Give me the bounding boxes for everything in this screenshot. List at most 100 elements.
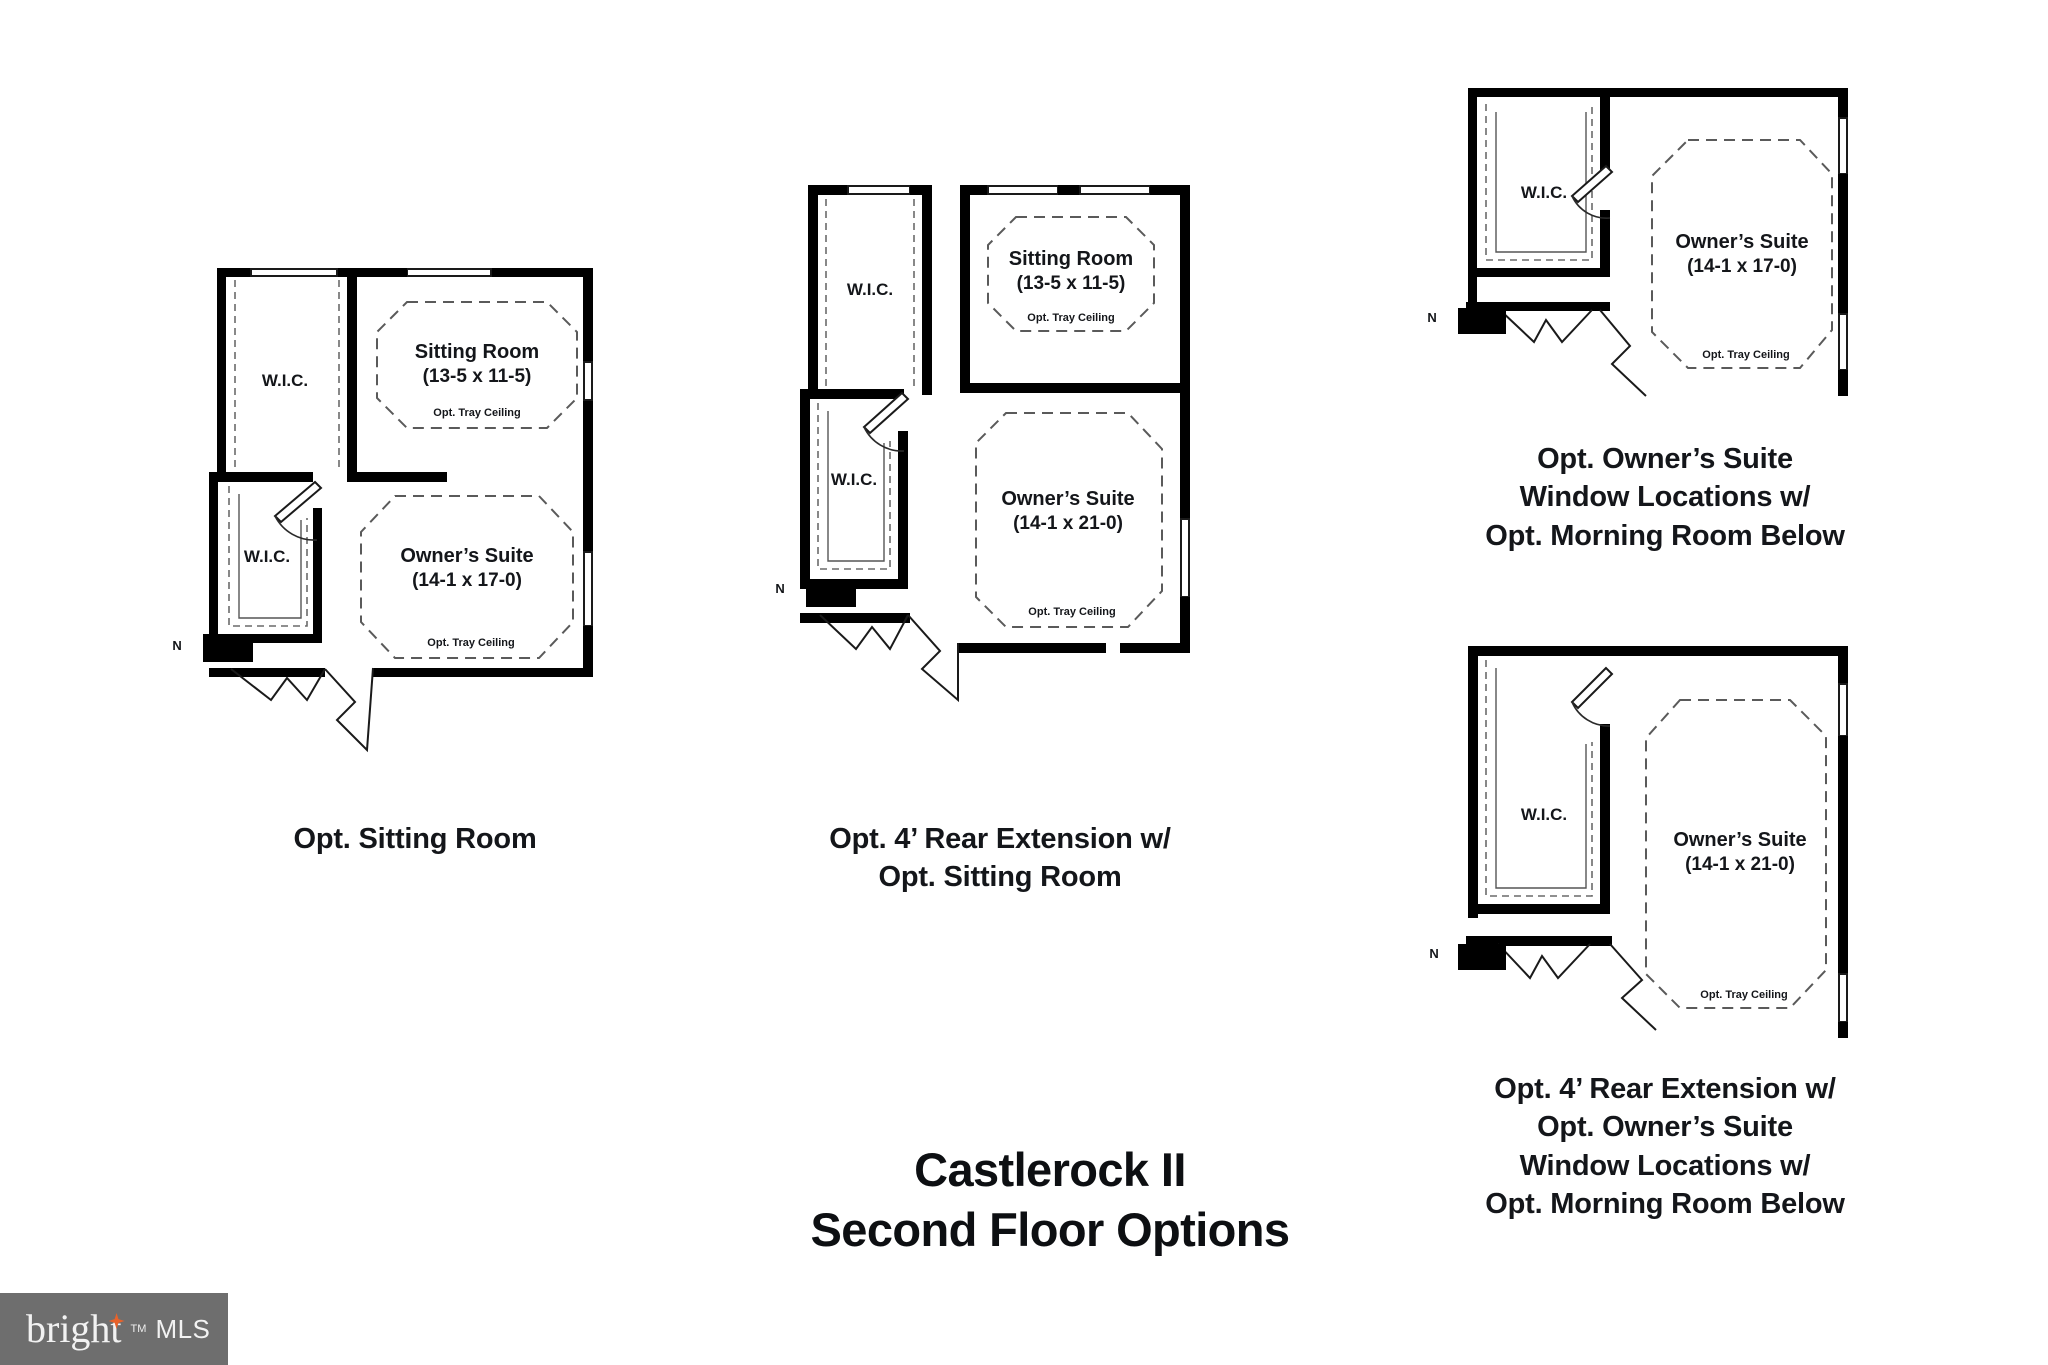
window-top-sitting-2 bbox=[1079, 185, 1151, 195]
wall-interior-wic bbox=[1600, 724, 1610, 912]
north-label: N bbox=[1427, 310, 1436, 325]
door-swing-wic bbox=[1571, 701, 1611, 727]
wic2-inner bbox=[827, 411, 885, 562]
north-block bbox=[1458, 944, 1506, 970]
window-top-2 bbox=[406, 268, 492, 277]
wall-mid-left bbox=[800, 389, 904, 399]
bright-mls-watermark: bright TM MLS bbox=[0, 1293, 228, 1365]
room-dim-owners-suite: (14-1 x 21-0) bbox=[1013, 513, 1123, 534]
wall-interior-wic-2 bbox=[1600, 210, 1610, 274]
wic-inner bbox=[1495, 112, 1587, 253]
wall-sitting-left bbox=[960, 185, 970, 393]
wall-right-a bbox=[1838, 646, 1848, 684]
wall-right-exterior-4 bbox=[583, 626, 593, 676]
wic2-shelf bbox=[817, 403, 891, 570]
window-right-1 bbox=[583, 361, 593, 401]
note-tray-ceiling-owners: Opt. Tray Ceiling bbox=[427, 637, 514, 649]
watermark-brand-text: bright bbox=[26, 1306, 122, 1351]
stair-v bbox=[1499, 309, 1593, 344]
plan-2-drawing: N W.I.C. W.I.C. Sitting Room (13-5 x 11-… bbox=[775, 185, 1190, 703]
room-dim-owners-suite: (14-1 x 17-0) bbox=[1687, 256, 1797, 277]
plan-3-drawing: N W.I.C. Owner’s Suite (14-1 x 17-0) Opt… bbox=[1427, 88, 1848, 397]
wall-bottom-left bbox=[209, 668, 325, 677]
owners-suite-tray-outline bbox=[360, 495, 574, 659]
title-line-1: Castlerock II bbox=[914, 1143, 1186, 1196]
wall-top-wic bbox=[832, 185, 848, 195]
room-dim-owners-suite: (14-1 x 17-0) bbox=[412, 570, 522, 591]
stair-v-left bbox=[230, 668, 326, 702]
wall-top-right-a bbox=[960, 185, 988, 195]
wall-mid-right bbox=[347, 472, 447, 482]
owners-suite-tray-outline bbox=[1645, 699, 1827, 1009]
wall-bottom-right bbox=[1120, 643, 1190, 653]
north-label: N bbox=[172, 638, 181, 653]
door-panel-wic bbox=[1570, 666, 1614, 710]
caption-line: Opt. 4’ Rear Extension w/ bbox=[1494, 1073, 1836, 1105]
wall-bottom-stair bbox=[1500, 302, 1610, 311]
plan-4-drawing: N W.I.C. Owner’s Suite (14-1 x 21-0) Opt… bbox=[1429, 646, 1848, 1038]
wall-right-lower-b bbox=[1180, 597, 1190, 653]
caption-plan-2: Opt. 4’ Rear Extension w/ Opt. Sitting R… bbox=[770, 820, 1230, 897]
room-label-sitting-room: Sitting Room bbox=[1009, 248, 1133, 270]
wall-right-b bbox=[1838, 174, 1848, 314]
stair-v-left bbox=[819, 614, 909, 651]
wall-bottom-right bbox=[373, 668, 593, 677]
window-right bbox=[1180, 518, 1190, 598]
floor-plan-opt-rear-extension-sitting-room: N W.I.C. W.I.C. Sitting Room (13-5 x 11-… bbox=[775, 175, 1210, 810]
caption-line: Opt. Morning Room Below bbox=[1485, 1187, 1845, 1220]
wall-interior-wic bbox=[1600, 88, 1610, 172]
sitting-room-tray-outline bbox=[987, 216, 1155, 332]
wall-wic2-right bbox=[313, 508, 322, 642]
floor-plan-opt-owners-suite-window-locations: N W.I.C. Owner’s Suite (14-1 x 17-0) Opt… bbox=[1427, 80, 1890, 420]
room-label-wic: W.I.C. bbox=[1521, 183, 1567, 202]
plan-1-drawing: N W.I.C. W.I.C. Sitting Room (13-5 x 11-… bbox=[172, 268, 593, 753]
title-line-2: Second Floor Options bbox=[810, 1203, 1290, 1257]
window-right-2 bbox=[1838, 973, 1848, 1023]
window-right-1 bbox=[1838, 683, 1848, 737]
sitting-room-tray-outline bbox=[376, 301, 578, 429]
door-panel-wic2 bbox=[862, 391, 910, 435]
watermark-brand: bright bbox=[26, 1306, 125, 1351]
wall-top-right-b bbox=[1150, 185, 1190, 195]
north-block bbox=[806, 579, 856, 607]
caption-line: Opt. Sitting Room bbox=[878, 861, 1122, 894]
wall-mid-right bbox=[1082, 383, 1190, 393]
wic-shelf bbox=[1485, 104, 1593, 261]
wall-bottom-corner bbox=[583, 668, 593, 677]
owners-suite-tray-outline bbox=[975, 412, 1163, 628]
note-tray-ceiling-sitting: Opt. Tray Ceiling bbox=[1027, 312, 1114, 324]
wic-shelf bbox=[1485, 660, 1593, 897]
wall-wic2-right bbox=[898, 431, 908, 589]
entry-zigzag bbox=[1609, 943, 1657, 1031]
room-label-owners-suite: Owner’s Suite bbox=[1001, 488, 1134, 510]
note-tray-ceiling-owners: Opt. Tray Ceiling bbox=[1028, 606, 1115, 618]
wall-bottom-stair bbox=[1500, 936, 1612, 946]
floor-plan-opt-rear-extension-window-locations: N W.I.C. Owner’s Suite (14-1 x 21-0) Opt… bbox=[1429, 638, 1890, 1058]
wall-bottom-left bbox=[800, 613, 910, 623]
door-panel-wic2 bbox=[273, 480, 323, 524]
north-label: N bbox=[775, 581, 784, 596]
room-dim-sitting-room: (13-5 x 11-5) bbox=[1017, 273, 1126, 294]
wall-interior-upper bbox=[922, 185, 932, 395]
floor-plan-opt-sitting-room: N W.I.C. W.I.C. Sitting Room (13-5 x 11-… bbox=[172, 250, 635, 810]
caption-line: Opt. Owner’s Suite bbox=[1537, 443, 1793, 475]
window-right-1 bbox=[1838, 117, 1848, 175]
wall-mid-sitting bbox=[960, 383, 1082, 393]
wall-left-lower bbox=[800, 389, 810, 589]
room-label-owners-suite: Owner’s Suite bbox=[1673, 829, 1806, 851]
wall-mid-left bbox=[209, 472, 313, 482]
room-dim-owners-suite: (14-1 x 21-0) bbox=[1685, 854, 1795, 875]
window-top-wic bbox=[847, 185, 911, 195]
room-label-owners-suite: Owner’s Suite bbox=[1675, 231, 1808, 253]
owners-suite-tray-outline bbox=[1651, 139, 1833, 369]
note-tray-ceiling: Opt. Tray Ceiling bbox=[1700, 989, 1787, 1001]
watermark-tm: TM bbox=[130, 1323, 147, 1335]
entry-zigzag bbox=[1599, 309, 1647, 397]
entry-zigzag bbox=[324, 667, 374, 753]
wall-right-lower-a bbox=[1180, 393, 1190, 519]
caption-line: Opt. Morning Room Below bbox=[1485, 519, 1845, 552]
entry-zigzag bbox=[907, 614, 959, 703]
wall-right-exterior-2 bbox=[583, 400, 593, 494]
room-label-wic: W.I.C. bbox=[1521, 805, 1567, 824]
wall-right-c bbox=[1838, 370, 1848, 396]
